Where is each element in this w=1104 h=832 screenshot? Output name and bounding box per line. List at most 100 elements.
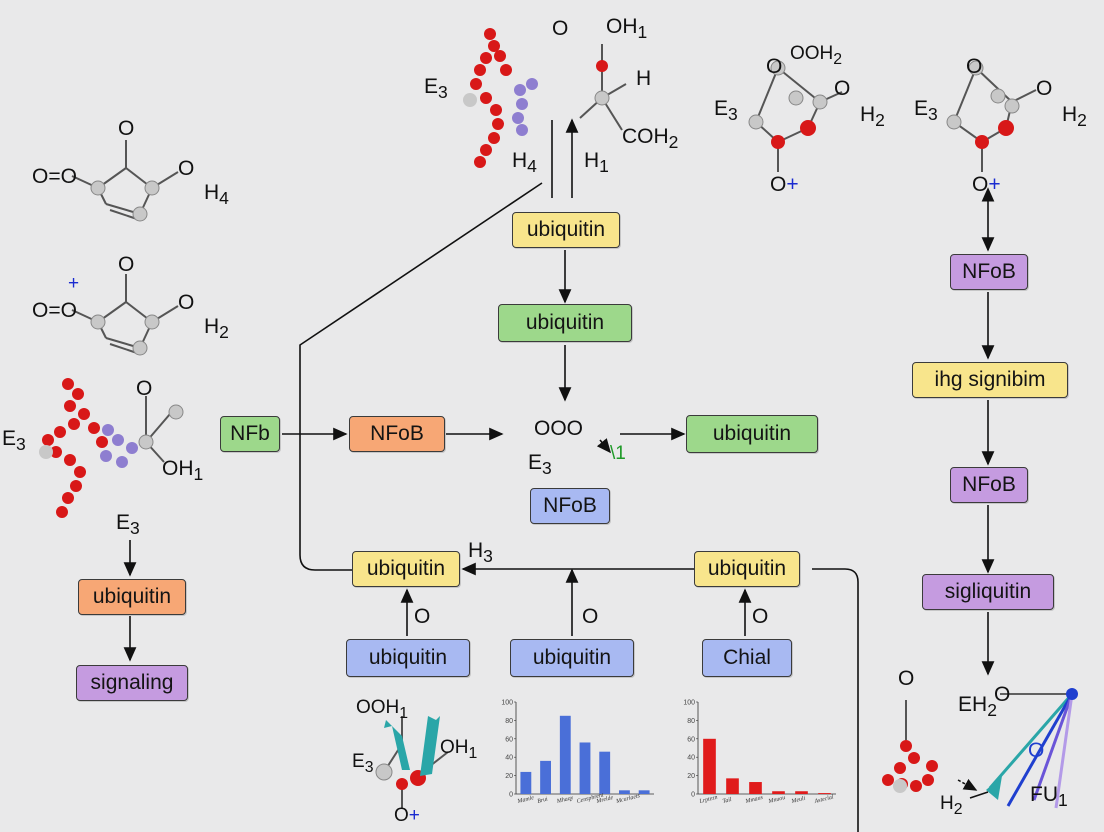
- atoms-left-rings: [90, 180, 160, 356]
- l3-o-label: O: [136, 377, 153, 400]
- br-eh2-sub: 2: [987, 700, 997, 721]
- connector-loop: [299, 182, 543, 571]
- bm-e3-sub: 3: [364, 758, 374, 776]
- l1-h4-label: H4: [204, 182, 229, 208]
- chart-y-tick: 20: [687, 773, 695, 780]
- l1-o-label: O: [118, 117, 135, 140]
- protein-chain-top: [463, 28, 538, 168]
- chart-y-tick: 80: [687, 718, 695, 725]
- top-oh1-main: OH: [606, 15, 638, 38]
- chart-x-label: Mmaus: [744, 795, 764, 805]
- protein-chain-left: [39, 378, 138, 518]
- chart-x-label: Mamle: [516, 795, 535, 805]
- l2-oo-b: O: [60, 299, 77, 322]
- row-o1-label: O: [414, 605, 431, 628]
- top-ubiquitin-green-box: ubiquitin: [498, 304, 632, 342]
- top-coh2-label: COH2: [622, 126, 678, 152]
- top-h1-label: H1: [584, 150, 609, 176]
- tr2-oplus-label: O+: [972, 174, 1001, 195]
- chart-x-label: Meuli: [790, 796, 806, 806]
- tr1-oplus-o: O: [770, 173, 787, 196]
- tr1-e3-label: E3: [714, 98, 738, 124]
- chart-y-tick: 20: [505, 773, 513, 780]
- bm-oh1-label: OH1: [440, 738, 477, 762]
- l3-e3-main: E: [2, 427, 17, 450]
- chart-x-label: Tail: [722, 797, 733, 805]
- row-o3-label: O: [752, 605, 769, 628]
- chart-y-tick: 40: [505, 755, 513, 762]
- br-h2-sub: 2: [953, 800, 963, 818]
- bm-oplus-label: O+: [394, 806, 420, 825]
- chart-x-label: Brui: [537, 796, 549, 804]
- mid-green-label: \1: [610, 443, 626, 464]
- chart-bar: [795, 791, 808, 794]
- top-h4-sub: 4: [527, 156, 537, 177]
- l1-oo-b: O: [60, 165, 77, 188]
- l2-o2-label: O: [178, 291, 195, 314]
- tr1-h2-label: H2: [860, 104, 885, 130]
- top-h4-main: H: [512, 149, 528, 172]
- tr2-e3-label: E3: [914, 98, 938, 124]
- chart-y-tick: 100: [683, 700, 695, 707]
- bm-ooh-sub: 1: [399, 704, 409, 722]
- top-h1-sub: 1: [599, 156, 609, 177]
- top-oh1-sub: 1: [637, 22, 648, 43]
- row-ubiquitin-left-box: ubiquitin: [352, 551, 460, 587]
- l3-oh1-sub: 1: [193, 464, 204, 485]
- l1-oo-label: O=O: [32, 165, 77, 188]
- chart-bar: [749, 782, 762, 794]
- br-h2-label: H2: [940, 794, 963, 818]
- left-ubiquitin-box: ubiquitin: [78, 579, 186, 615]
- chart-bar: [540, 760, 551, 794]
- tr1-oplus-label: O+: [770, 174, 799, 195]
- bottom-ubiquitin-1-box: ubiquitin: [346, 639, 470, 677]
- right-sigliquitin-box: sigliquitin: [922, 574, 1054, 610]
- l1-oo-a: O: [32, 165, 49, 188]
- tr1-ooh2-label: OOH2: [790, 44, 842, 68]
- bottom-chial-box: Chial: [702, 639, 792, 677]
- tr1-oplus-plus: +: [786, 173, 799, 196]
- tr1-ooh2-sub: 2: [833, 50, 843, 68]
- chart-y-tick: 100: [501, 700, 513, 707]
- mid-ooo-label: OOO: [534, 417, 584, 440]
- bm-ooh-main: OOH: [356, 697, 400, 718]
- br-o2-label: O: [994, 683, 1011, 706]
- right-signibim-box: ihg signibim: [912, 362, 1068, 398]
- top-coh2-sub: 2: [668, 132, 679, 153]
- chart-bar: [726, 778, 739, 794]
- bm-oplus-plus: +: [408, 805, 420, 826]
- top-h4-label: H4: [512, 150, 537, 176]
- nfob-blue-box: NFoB: [530, 488, 610, 524]
- tr2-h2-label: H2: [1062, 104, 1087, 130]
- bottom-ubiquitin-2-box: ubiquitin: [510, 639, 634, 677]
- br-h2-main: H: [940, 793, 954, 814]
- tr1-o-label: O: [766, 55, 783, 78]
- tr1-h2-main: H: [860, 103, 876, 126]
- l2-h2-sub: 2: [219, 322, 229, 343]
- l3-oh1-label: OH1: [162, 458, 203, 484]
- chart-y-tick: 0: [509, 792, 513, 799]
- br-fu-main: FU: [1030, 783, 1058, 806]
- chart-x-label: Asteclal: [813, 794, 834, 805]
- chart-x-label: Mcurlaets: [615, 793, 642, 805]
- chart-bar: [559, 715, 571, 794]
- bm-oh1-main: OH: [440, 737, 469, 758]
- tr2-oplus-plus: +: [988, 173, 1001, 196]
- atoms-top-right: [748, 60, 1020, 149]
- br-fu-sub: 1: [1058, 790, 1068, 811]
- chart-bar: [703, 738, 716, 794]
- tr2-e3-sub: 3: [928, 104, 938, 125]
- chart-bar: [579, 742, 591, 794]
- chart-y-tick: 0: [691, 792, 695, 799]
- tr2-h2-main: H: [1062, 103, 1078, 126]
- l1-h4-sub: 4: [219, 188, 229, 209]
- br-o-blue-label: O: [1028, 739, 1045, 762]
- mid-e3-sub: 3: [542, 458, 552, 479]
- chart-x-label: Mhaqy: [555, 795, 574, 805]
- tr2-o2-label: O: [1036, 77, 1053, 100]
- l3-oh1-main: OH: [162, 457, 194, 480]
- chart-y-tick: 60: [505, 736, 513, 743]
